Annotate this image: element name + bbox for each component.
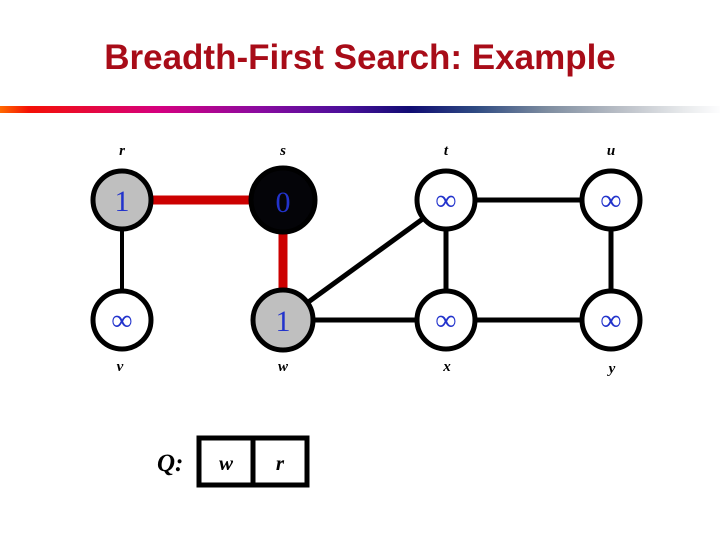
node-value-t: ∞ [435, 184, 456, 217]
node-value-r: 1 [115, 185, 130, 218]
node-label-u: u [607, 143, 615, 159]
queue-cell-0[interactable]: w [219, 451, 234, 475]
node-circle-r [90, 168, 154, 232]
graph-edges-highlight [143, 195, 288, 296]
node-label-t: t [444, 143, 449, 159]
graph-node-y[interactable]: ∞ y [579, 288, 643, 377]
node-circle-t [414, 168, 478, 232]
node-value-s: 0 [276, 186, 291, 219]
node-label-s: s [279, 143, 286, 159]
queue-cell-1[interactable]: r [276, 451, 285, 475]
graph-node-v[interactable]: ∞ v [90, 288, 154, 375]
node-label-x: x [442, 359, 451, 375]
queue-label: Q: [157, 450, 183, 477]
node-value-y: ∞ [600, 304, 621, 337]
node-circle-w [250, 287, 316, 353]
node-circle-u [579, 168, 643, 232]
graph-node-s[interactable]: 0 s [248, 143, 318, 235]
node-label-v: v [117, 359, 124, 375]
node-label-r: r [119, 143, 125, 159]
graph-node-r[interactable]: 1 r [90, 143, 154, 232]
graph-node-w[interactable]: 1 w [250, 287, 316, 375]
node-value-v: ∞ [111, 304, 132, 337]
title-divider [0, 106, 720, 113]
graph-node-u[interactable]: ∞ u [579, 143, 643, 232]
node-label-y: y [607, 361, 616, 377]
node-label-w: w [278, 359, 289, 375]
edge-w-t [305, 215, 426, 306]
node-circle-x [414, 288, 478, 352]
node-circle-s [248, 165, 318, 235]
graph-edges-plain [120, 197, 614, 323]
queue-display: Q: w r [157, 435, 310, 488]
node-circle-y [579, 288, 643, 352]
graph-node-x[interactable]: ∞ x [414, 288, 478, 375]
node-value-u: ∞ [600, 184, 621, 217]
node-value-x: ∞ [435, 304, 456, 337]
graph-node-t[interactable]: ∞ t [414, 143, 478, 232]
page-title: Breadth-First Search: Example [104, 38, 616, 77]
node-value-w: 1 [276, 305, 291, 338]
node-circle-v [90, 288, 154, 352]
